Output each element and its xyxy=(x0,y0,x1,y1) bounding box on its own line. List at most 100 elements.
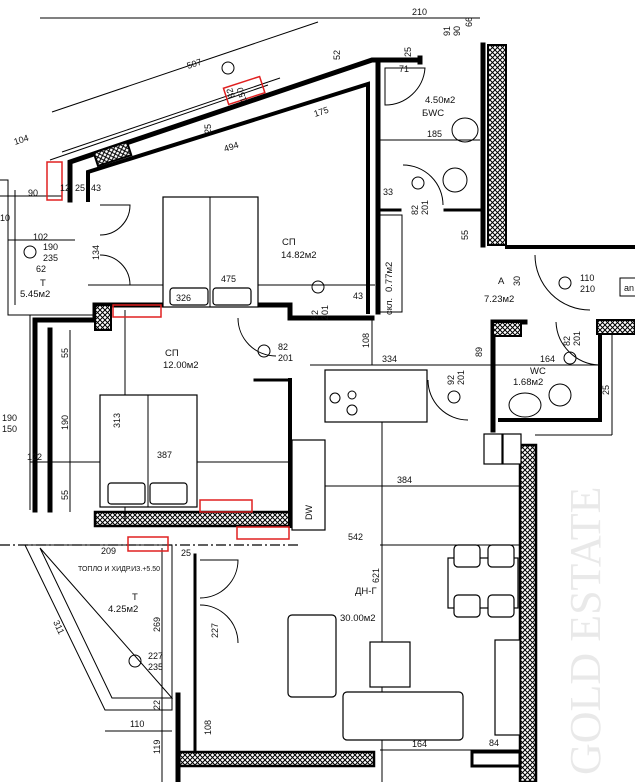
room-name: ДН-Г xyxy=(355,586,377,597)
room-area: 4.25м2 xyxy=(108,604,138,615)
dimension-label: 201 xyxy=(572,331,582,346)
dimension-label: 82 xyxy=(562,336,572,346)
dimension-label: 209 xyxy=(101,546,116,556)
dimension-label: 227 xyxy=(210,623,220,638)
dimension-label: 25 xyxy=(601,385,611,395)
dimension-label: 43 xyxy=(353,291,363,301)
stove-burner xyxy=(329,392,341,404)
dimension-label: 122 xyxy=(27,452,42,462)
pillow xyxy=(169,287,209,306)
dimension-label: 30 xyxy=(512,276,522,286)
dimension-label: 384 xyxy=(397,475,412,485)
tv-unit xyxy=(494,639,521,736)
pillow xyxy=(107,482,146,505)
dimension-label: 210 xyxy=(580,284,595,294)
dimension-label: 55 xyxy=(60,348,70,358)
dimension-label: 108 xyxy=(203,720,213,735)
dimension-label: 25 xyxy=(181,548,191,558)
room-area: 7.23м2 xyxy=(484,294,514,305)
room-area: 14.82м2 xyxy=(281,250,317,261)
dishwasher-label: DW xyxy=(304,505,314,520)
dryer xyxy=(502,433,522,465)
dimension-label: 210 xyxy=(412,7,427,17)
walls xyxy=(0,17,635,782)
room-name: СП xyxy=(282,237,296,248)
dimension-label: 22 xyxy=(152,700,162,710)
dimension-label: 10 xyxy=(0,213,10,223)
kitchen-side xyxy=(291,439,326,531)
dimension-label: 387 xyxy=(157,450,172,460)
room-area: 1.68м2 xyxy=(513,377,543,388)
room-area: 4.50м2 xyxy=(425,95,455,106)
armchair-sofa xyxy=(287,614,337,698)
dimension-label: 227 xyxy=(148,651,163,661)
dimension-label: 150 xyxy=(235,86,249,103)
dimension-label: 43 xyxy=(91,183,101,193)
chair xyxy=(453,594,481,618)
insulation-note: ТОПЛО И ХИДР.ИЗ.+5.50 xyxy=(78,566,160,573)
dimension-label: 90 xyxy=(452,26,462,36)
dimension-label: 25 xyxy=(75,183,85,193)
dimension-label: 82 xyxy=(278,342,288,352)
sink xyxy=(508,392,542,418)
cut-label: an xyxy=(624,283,634,293)
dimension-label: 71 xyxy=(399,64,409,74)
toilet xyxy=(442,167,468,193)
opening-tags: 82 150 190 235 82 201 82 201 82 201 92 2… xyxy=(2,61,595,672)
dimension-label: 175 xyxy=(313,105,330,119)
chair xyxy=(453,544,481,568)
chair xyxy=(487,544,515,568)
dimension-label: 190 xyxy=(2,413,17,423)
sofa xyxy=(342,691,464,741)
dimension-label: 119 xyxy=(152,740,162,754)
sink xyxy=(451,117,479,143)
room-name: А xyxy=(498,276,505,287)
room-name: WC xyxy=(530,366,546,377)
room-name: БWC xyxy=(422,108,444,119)
dimension-label: 82 xyxy=(410,205,420,215)
dimension-label: 33 xyxy=(383,187,393,197)
dimension-label: 90 xyxy=(28,188,38,198)
room-name: Т xyxy=(40,278,46,289)
stove-burner xyxy=(346,404,358,416)
dimension-label: 84 xyxy=(489,738,499,748)
room-name: скл. xyxy=(384,298,395,315)
dimension-label: 150 xyxy=(2,424,17,434)
washing-machine xyxy=(483,433,503,465)
dimension-label: 108 xyxy=(361,333,371,348)
room-name: Т xyxy=(132,592,138,603)
pillow xyxy=(149,482,188,505)
dimension-label: 110 xyxy=(130,719,144,729)
dimension-labels: 507 104 175 494 25 90 12 25 43 10 102 62… xyxy=(0,7,611,754)
spiral-stair xyxy=(384,67,426,106)
dimension-label: 110 xyxy=(580,273,594,283)
dimension-label: 190 xyxy=(60,415,70,430)
dimension-label: 82 xyxy=(224,87,237,100)
dimension-label: 164 xyxy=(412,739,427,749)
dimension-label: 326 xyxy=(176,293,191,303)
dimension-label: 25 xyxy=(203,124,213,134)
room-area: 30.00м2 xyxy=(340,613,376,624)
kitchen-counter xyxy=(324,369,428,423)
dimension-label: 201 xyxy=(456,370,466,385)
stove-burner xyxy=(347,390,357,400)
dimension-label: 62 xyxy=(36,264,46,274)
dimension-label: 92 xyxy=(446,375,456,385)
pillow xyxy=(212,287,252,306)
dimension-label: 91 xyxy=(442,26,452,36)
dimension-label: 201 xyxy=(420,200,430,215)
window-markers xyxy=(46,75,290,552)
dimension-label: 104 xyxy=(13,133,30,147)
dimension-label: 190 xyxy=(43,242,58,252)
toilet xyxy=(548,383,572,407)
dimension-label: 89 xyxy=(474,347,484,357)
dimension-label: 311 xyxy=(51,619,66,636)
watermark: GOLD ESTATE xyxy=(561,486,610,775)
room-labels: СП 14.82м2 СП 12.00м2 Т 5.45м2 4.50м2 БW… xyxy=(20,95,635,624)
dimension-label: 621 xyxy=(371,568,381,583)
room-name: СП xyxy=(165,348,179,359)
dimension-label: 66 xyxy=(464,17,474,27)
dimension-label: 82 xyxy=(310,310,320,320)
dimension-label: 52 xyxy=(332,50,342,60)
